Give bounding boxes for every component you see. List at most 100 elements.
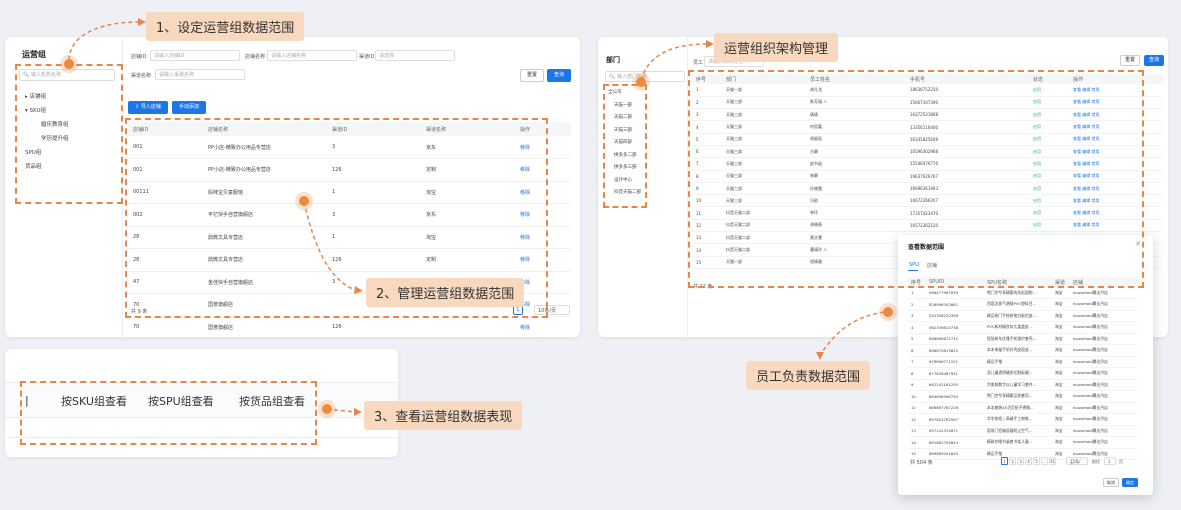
filter-shop-name-input[interactable]: 请输入店铺名称 bbox=[267, 50, 357, 61]
table-cell: household腾达丹店 bbox=[1073, 312, 1108, 318]
dept-query-button[interactable]: 查询 bbox=[1144, 55, 1164, 66]
dept-reset-button[interactable]: 重置 bbox=[1120, 55, 1140, 66]
remove-link[interactable]: 移除 bbox=[520, 167, 531, 174]
table-cell: 3 bbox=[332, 211, 336, 218]
modal-page-2[interactable]: 3 bbox=[1017, 457, 1024, 465]
row-actions[interactable]: 查看 编辑 禁用 bbox=[1073, 99, 1100, 105]
table-cell: 001 bbox=[133, 166, 143, 173]
table-cell: 7 bbox=[911, 359, 914, 365]
table-cell: 14 bbox=[911, 439, 916, 445]
query-button[interactable]: 查询 bbox=[547, 69, 571, 82]
remove-link[interactable]: 移除 bbox=[520, 144, 531, 151]
remove-link[interactable]: 移除 bbox=[520, 212, 531, 219]
modal-tab-shop[interactable]: 店铺 bbox=[927, 263, 938, 269]
row-actions[interactable]: 查看 编辑 禁用 bbox=[1073, 148, 1100, 154]
modal-page-size[interactable]: 15条/页 bbox=[1066, 457, 1088, 465]
table-cell: household腾达丹店 bbox=[1073, 289, 1108, 295]
dept-tree-item[interactable]: 天猫四部 bbox=[614, 140, 632, 145]
remove-link[interactable]: 移除 bbox=[520, 189, 531, 196]
row-actions[interactable]: 查看 编辑 禁用 bbox=[1073, 124, 1100, 130]
table-cell: 熊门宗专享精酿的风彩国物… bbox=[987, 289, 1037, 295]
table-cell: 天猫三部 bbox=[726, 99, 742, 105]
table-cell: 淘宝 bbox=[426, 189, 437, 196]
operation-group-panel: 运营组 🔍︎ 输入机构名称 ▸ 店铺组 ▾ SKU组 婚庆教育组 学历提升组 S… bbox=[5, 37, 580, 337]
table-cell: 1 bbox=[911, 290, 914, 295]
filter-shop-id-input[interactable]: 请输入店铺ID bbox=[150, 50, 240, 61]
status-badge: 启用 bbox=[1033, 124, 1041, 130]
dept-tree-item[interactable]: 全公司 bbox=[608, 90, 622, 95]
tab-view-by-sku[interactable]: 按SKU组查看 bbox=[61, 395, 127, 408]
row-actions[interactable]: 查看 编辑 禁用 bbox=[1073, 160, 1100, 166]
remove-link[interactable]: 移除 bbox=[520, 257, 531, 264]
dept-tree-item[interactable]: 拼多多三部 bbox=[614, 165, 637, 170]
tree-item-wedding-edu[interactable]: 婚庆教育组 bbox=[41, 122, 69, 128]
upload-icon: ⇪ bbox=[135, 104, 140, 110]
row-actions[interactable]: 查看 编辑 禁用 bbox=[1073, 222, 1100, 228]
modal-page-5[interactable]: … bbox=[1041, 457, 1048, 465]
dept-tree-item[interactable]: 抖音天猫二部 bbox=[614, 190, 641, 195]
filter-channel-id-select[interactable]: 请选择 bbox=[375, 50, 455, 61]
tree-item-spu-group[interactable]: SPU组 bbox=[25, 150, 42, 156]
remove-link[interactable]: 移除 bbox=[520, 279, 531, 286]
table-cell: 天猫三部 bbox=[726, 185, 742, 191]
dept-divider bbox=[687, 37, 688, 337]
row-actions[interactable]: 查看 编辑 禁用 bbox=[1073, 111, 1100, 117]
table-cell: 11 bbox=[911, 405, 916, 411]
table-cell: 15 bbox=[696, 259, 702, 265]
dept-tree-item[interactable]: 拼多多二部 bbox=[614, 152, 637, 158]
table-cell: 28 bbox=[133, 234, 140, 241]
reset-button[interactable]: 重置 bbox=[520, 69, 544, 82]
filter-channel-name-input[interactable]: 请输入渠道名称 bbox=[155, 69, 245, 80]
table-cell: 国誉旗舰店 bbox=[208, 302, 234, 309]
remove-link[interactable]: 移除 bbox=[520, 324, 531, 331]
row-actions[interactable]: 查看 编辑 禁用 bbox=[1073, 197, 1100, 203]
tree-item-degree[interactable]: 学历提升组 bbox=[41, 136, 69, 142]
table-cell: 抖音天猫二部 bbox=[726, 222, 750, 228]
modal-page-0[interactable]: 1 bbox=[1001, 457, 1008, 465]
row-actions[interactable]: 查看 编辑 禁用 bbox=[1073, 173, 1100, 179]
modal-cancel-button[interactable]: 取消 bbox=[1103, 478, 1119, 487]
import-shop-button[interactable]: ⇪ 导入店铺 bbox=[128, 101, 168, 114]
goto-input[interactable]: 1 bbox=[1104, 457, 1116, 465]
dept-tree-item[interactable]: 设计中心 bbox=[614, 177, 632, 183]
modal-page-1[interactable]: 2 bbox=[1009, 457, 1016, 465]
callout-manage-scope: 2、管理运营组数据范围 bbox=[366, 278, 525, 307]
shop-table-total: 共 9 条 bbox=[131, 309, 148, 315]
modal-page-3[interactable]: 4 bbox=[1025, 457, 1032, 465]
dept-tree-item[interactable]: 天猫一部 bbox=[614, 102, 632, 108]
modal-confirm-button[interactable]: 确定 bbox=[1122, 478, 1138, 487]
row-actions[interactable]: 查看 编辑 禁用 bbox=[1073, 136, 1100, 142]
table-cell: household腾达丹店 bbox=[1073, 393, 1108, 399]
tree-item-sku-group[interactable]: ▾ SKU组 bbox=[25, 108, 46, 114]
row-actions[interactable]: 查看 编辑 禁用 bbox=[1073, 210, 1100, 216]
modal-page-4[interactable]: 5 bbox=[1033, 457, 1040, 465]
table-cell: 16696361903 bbox=[910, 186, 938, 192]
dept-tree-item[interactable]: 天猫三部 bbox=[614, 127, 632, 133]
table-cell: 天猫三部 bbox=[726, 136, 742, 142]
tree-item-goods-group[interactable]: 货品组 bbox=[25, 164, 42, 170]
sidebar-search-placeholder: 输入机构名称 bbox=[30, 72, 61, 78]
table-cell: 抖音天猫二部 bbox=[726, 210, 750, 216]
manual-add-button[interactable]: 手动添加 bbox=[172, 101, 206, 114]
status-badge: 启用 bbox=[1033, 173, 1041, 179]
status-badge: 启用 bbox=[1033, 210, 1041, 216]
row-actions[interactable]: 查看 编辑 禁用 bbox=[1073, 185, 1100, 191]
tree-item-shop-group[interactable]: ▸ 店铺组 bbox=[25, 94, 47, 100]
modal-page-6[interactable]: 31 bbox=[1049, 457, 1056, 465]
dept-tree-item[interactable]: 天猫二部 bbox=[614, 115, 632, 120]
modal-tab-spu[interactable]: SPU bbox=[909, 262, 919, 268]
tab-view-by-goods[interactable]: 按货品组查看 bbox=[239, 395, 305, 408]
remove-link[interactable]: 移除 bbox=[520, 302, 531, 309]
table-cell: 淘宝 bbox=[1055, 381, 1063, 387]
tab-view-by-spu[interactable]: 按SPU组查看 bbox=[148, 395, 214, 408]
col-action: 操作 bbox=[515, 122, 571, 136]
sidebar-search[interactable]: 🔍︎ 输入机构名称 bbox=[19, 69, 115, 81]
remove-link[interactable]: 移除 bbox=[520, 234, 531, 241]
table-cell: 8 bbox=[696, 173, 699, 179]
table-cell: 15546476776 bbox=[910, 161, 938, 167]
close-icon[interactable]: ✕ bbox=[1135, 240, 1141, 248]
row-actions[interactable]: 查看 编辑 禁用 bbox=[1073, 86, 1100, 92]
table-cell: 胡凡龙 bbox=[810, 86, 822, 92]
